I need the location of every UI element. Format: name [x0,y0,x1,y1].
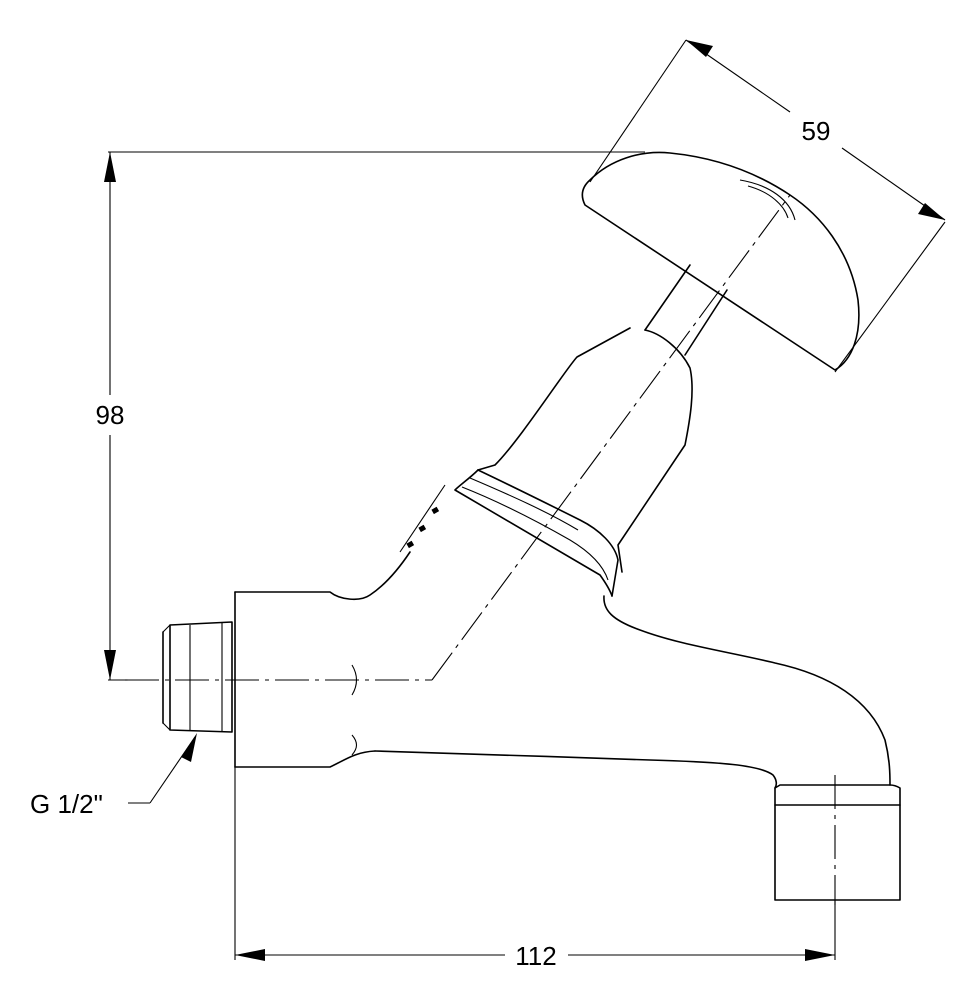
handle-dimension-label: 59 [802,116,831,146]
valve-body [234,551,901,901]
thread-connector [162,621,233,733]
spindle [644,264,728,356]
height-dimension-label: 98 [96,400,125,430]
handle [581,151,860,371]
bonnet [399,327,693,597]
dimension-length: 112 [234,767,836,971]
center-lines [125,194,836,905]
length-dimension-label: 112 [515,941,556,971]
thread-size-label: G 1/2" [30,789,103,819]
thread-callout: G 1/2" [30,733,197,819]
dimension-handle: 59 [589,39,946,373]
dimension-height: 98 [96,151,645,681]
